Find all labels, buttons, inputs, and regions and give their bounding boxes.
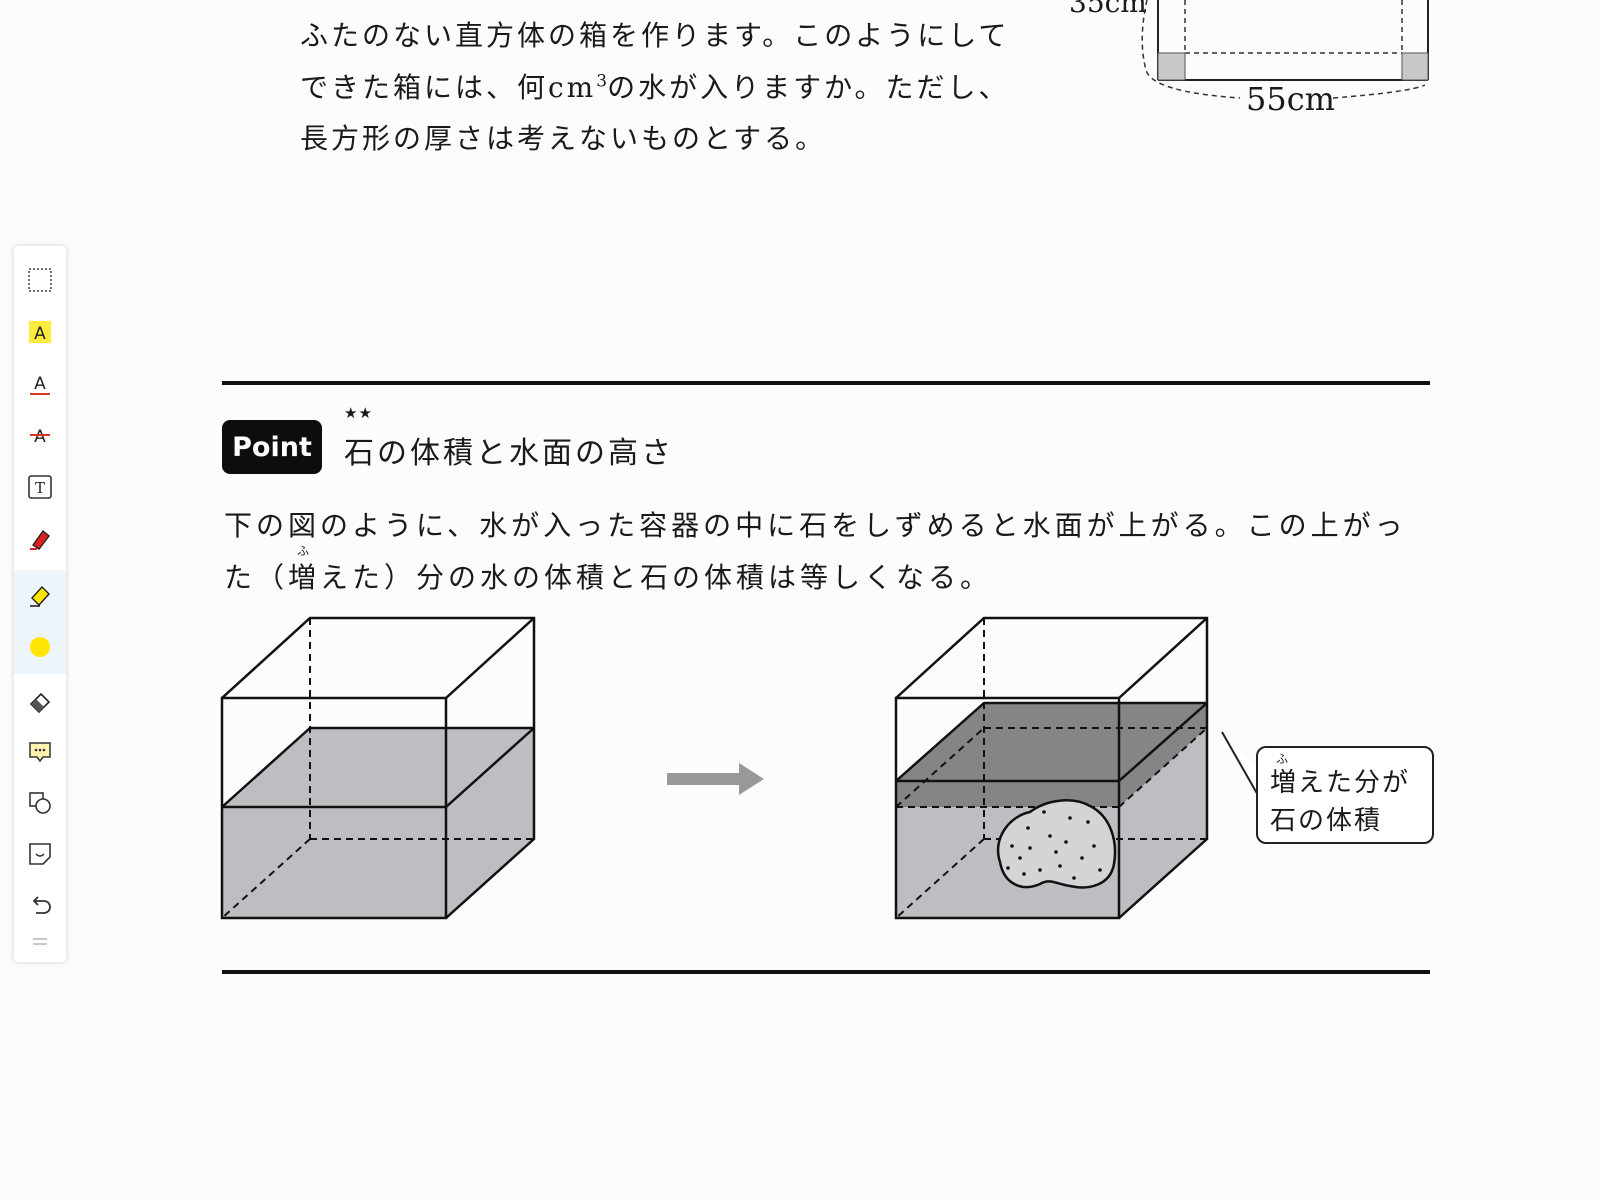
annotation-toolbar: A A A T: [14, 246, 66, 962]
text-box-icon[interactable]: T: [14, 462, 66, 512]
shapes-icon[interactable]: [14, 778, 66, 828]
callout-line-2: 石の体積: [1270, 806, 1383, 836]
svg-text:T: T: [35, 479, 45, 497]
dim-label-top: 35cm: [1069, 0, 1147, 19]
select-rect-icon[interactable]: [14, 255, 66, 305]
ruby-fu: ふ: [297, 544, 310, 558]
pen-icon[interactable]: [14, 513, 66, 563]
problem-text-line-1: ふたのない直方体の箱を作ります。このようにして: [300, 19, 1010, 52]
svg-text:A: A: [34, 427, 46, 447]
point-body-line-2: た（増えた）分の水の体積と石の体積は等しくなる。: [224, 561, 993, 594]
callout-line-1: 増えた分が: [1270, 768, 1411, 798]
highlight-text-icon[interactable]: A: [14, 307, 66, 357]
underline-text-icon[interactable]: A: [14, 359, 66, 409]
section-rule-top: [222, 381, 1430, 385]
problem-text-line-3: 長方形の厚さは考えないものとする。: [300, 122, 827, 155]
problem-text-line-2: できた箱には、何cm3の水が入りますか。ただし、: [300, 71, 1010, 104]
dim-label-bottom: 55cm: [1246, 80, 1335, 118]
svg-text:A: A: [34, 374, 46, 394]
section-rule-bottom: [222, 970, 1430, 974]
callout-box: ふ 増えた分が 石の体積: [1256, 746, 1434, 844]
sticker-icon[interactable]: [14, 829, 66, 879]
point-body-line-1: 下の図のように、水が入った容器の中に石をしずめると水面が上がる。この上がっ: [224, 509, 1407, 542]
point-title: 石の体積と水面の高さ: [344, 436, 674, 471]
eraser-icon[interactable]: [14, 676, 66, 726]
callout-ruby: ふ: [1276, 752, 1289, 766]
undo-icon[interactable]: [14, 880, 66, 930]
highlighter-icon[interactable]: [14, 570, 66, 620]
strikethrough-text-icon[interactable]: A: [14, 410, 66, 460]
point-badge: Point: [222, 420, 322, 474]
drag-handle-icon[interactable]: [14, 922, 66, 962]
difficulty-stars: ★★: [344, 404, 373, 422]
comment-icon[interactable]: [14, 727, 66, 777]
svg-text:A: A: [34, 324, 46, 344]
color-swatch-icon[interactable]: [14, 620, 66, 674]
